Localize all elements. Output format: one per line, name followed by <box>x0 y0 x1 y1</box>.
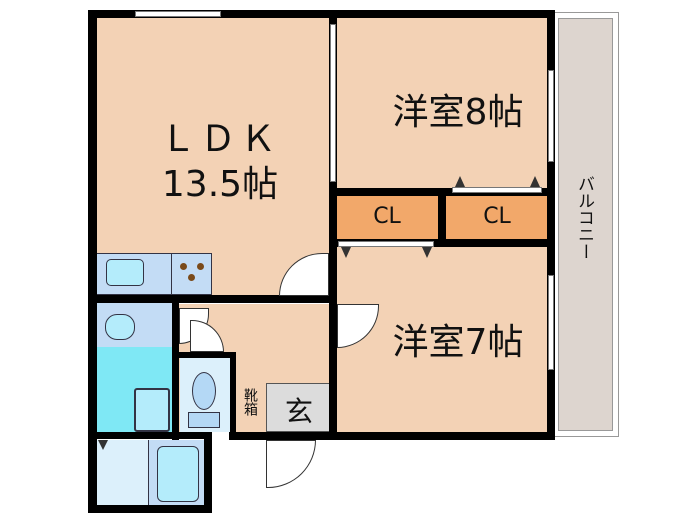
bathtub-icon <box>157 446 199 502</box>
shoe-box-label: 靴箱 <box>242 388 258 416</box>
closet-1-label: CL <box>373 204 401 229</box>
stove-divider <box>171 253 172 295</box>
balcony <box>558 18 613 431</box>
wall-washroom-bottom <box>88 432 212 439</box>
western-7-floor <box>336 246 548 432</box>
ldk-label: ＬＤＫ <box>159 119 280 160</box>
sliding-door-marker <box>422 247 432 258</box>
sink-icon <box>106 259 144 286</box>
western7-door[interactable] <box>337 304 379 348</box>
closet-2-door[interactable] <box>452 187 542 193</box>
closet-2 <box>446 195 548 239</box>
wall-toilet-top <box>172 352 234 358</box>
wall-bath-right <box>204 432 212 512</box>
western-8-label: 洋室8帖 <box>392 92 524 133</box>
wall-mid-vertical <box>329 10 337 440</box>
washing-machine-icon <box>134 388 170 432</box>
closet-1 <box>336 195 438 239</box>
front-door[interactable] <box>266 440 316 488</box>
closet-2-label: CL <box>483 204 511 229</box>
burner-icon <box>188 274 195 281</box>
washbasin-icon <box>105 314 135 340</box>
window-ldk-top[interactable] <box>135 11 221 17</box>
closet-1-door[interactable] <box>338 241 434 247</box>
wall-bottom-left <box>88 505 212 513</box>
burner-icon <box>180 263 187 270</box>
wall-closet-divider <box>438 188 446 247</box>
wall-left <box>88 10 97 512</box>
sliding-door-marker <box>455 176 465 187</box>
window-western7-right[interactable] <box>548 275 554 370</box>
burner-icon <box>197 263 204 270</box>
ldk-floor <box>96 16 332 299</box>
toilet-tank-icon <box>188 412 220 428</box>
sliding-door-marker <box>530 176 540 187</box>
wall-bottom-right <box>229 432 555 440</box>
wall-washroom-right <box>172 295 179 440</box>
sliding-door-marker <box>98 440 108 450</box>
western-8-floor <box>336 16 548 188</box>
wall-kitchen-bottom <box>88 295 336 303</box>
wall-top-left <box>88 10 554 18</box>
window-western8-right[interactable] <box>548 70 554 162</box>
ldk-size-label: 13.5帖 <box>161 164 279 205</box>
balcony-label: バルコニー <box>574 175 594 260</box>
wall-toilet-right <box>230 352 236 440</box>
wall-right <box>547 10 555 440</box>
toilet-bowl-icon <box>192 372 216 410</box>
entrance-label: 玄 <box>284 395 313 428</box>
sliding-door-marker <box>341 247 351 258</box>
entrance-floor <box>266 383 332 432</box>
window-ldk-right[interactable] <box>330 24 336 182</box>
western-7-label: 洋室7帖 <box>392 322 524 363</box>
